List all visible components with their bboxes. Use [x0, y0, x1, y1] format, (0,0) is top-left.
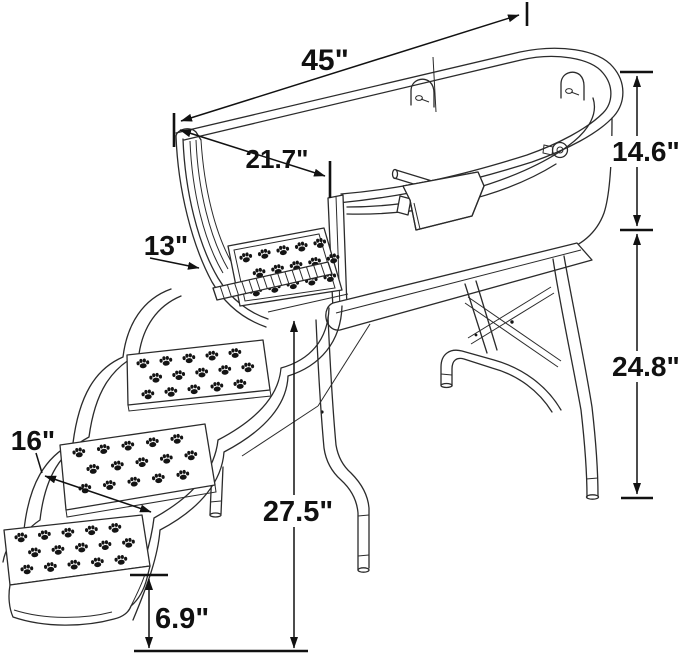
hanging-caddy	[391, 168, 485, 231]
dimension-6-9: 6.9"	[130, 573, 209, 649]
grooming-tub	[175, 47, 624, 328]
dim-label-16: 16"	[11, 425, 55, 456]
dim-label-21-7: 21.7"	[246, 144, 309, 174]
dimension-45: 45"	[172, 2, 529, 147]
dimension-13: 13"	[144, 230, 200, 270]
dim-label-27-5: 27.5"	[263, 496, 333, 528]
dimension-21-7: 21.7"	[179, 129, 332, 198]
caddy-hook-tab	[396, 195, 412, 216]
stair-tread-2	[59, 423, 216, 511]
dimension-annotations: 45" 21.7" 14.6" 24.8" 13"	[11, 2, 679, 653]
dimension-16: 16"	[11, 425, 152, 513]
pet-stairs	[2, 288, 343, 626]
dim-label-13: 13"	[144, 230, 188, 261]
dim-label-45: 45"	[301, 44, 349, 77]
leash-hook-right-icon	[560, 71, 585, 101]
dim-label-6-9: 6.9"	[155, 603, 209, 635]
drain-fitting-icon	[542, 141, 569, 159]
stairs-base-box	[8, 565, 151, 626]
tabletop-bar	[325, 242, 593, 331]
dim-label-14-6: 14.6"	[612, 136, 679, 167]
dimension-27-5: 27.5"	[258, 320, 338, 649]
dimension-24-8: 24.8"	[610, 233, 679, 500]
dimension-14-6: 14.6"	[610, 70, 679, 232]
track-hatch	[212, 261, 333, 301]
dim-label-24-8: 24.8"	[612, 351, 679, 382]
folding-legs	[209, 255, 600, 573]
